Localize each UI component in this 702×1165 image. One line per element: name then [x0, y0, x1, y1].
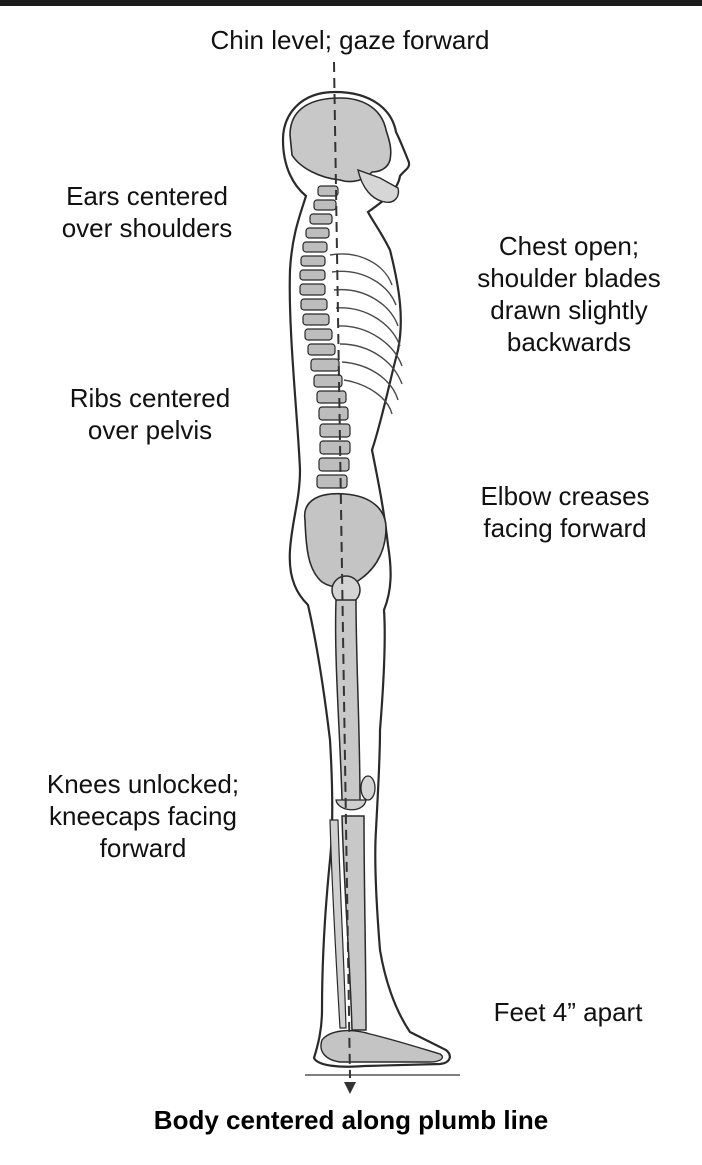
pelvis — [305, 494, 386, 587]
label-knees: Knees unlocked; kneecaps facing forward — [8, 768, 278, 864]
figure-caption: Body centered along plumb line — [0, 1104, 702, 1136]
label-chin: Chin level; gaze forward — [160, 24, 540, 56]
label-feet: Feet 4” apart — [458, 996, 678, 1028]
knee-joint — [336, 800, 366, 810]
foot-bones — [321, 1031, 442, 1062]
femur — [336, 600, 360, 802]
label-ribs: Ribs centered over pelvis — [30, 382, 270, 446]
label-ears: Ears centered over shoulders — [22, 180, 272, 244]
ribs — [330, 254, 402, 414]
skull — [290, 98, 391, 182]
spine — [300, 186, 350, 488]
kneecap — [361, 776, 375, 800]
label-elbow: Elbow creases facing forward — [440, 480, 690, 544]
label-chest: Chest open; shoulder blades drawn slight… — [438, 230, 700, 358]
plumb-arrow — [344, 1082, 356, 1094]
jaw — [358, 170, 398, 202]
